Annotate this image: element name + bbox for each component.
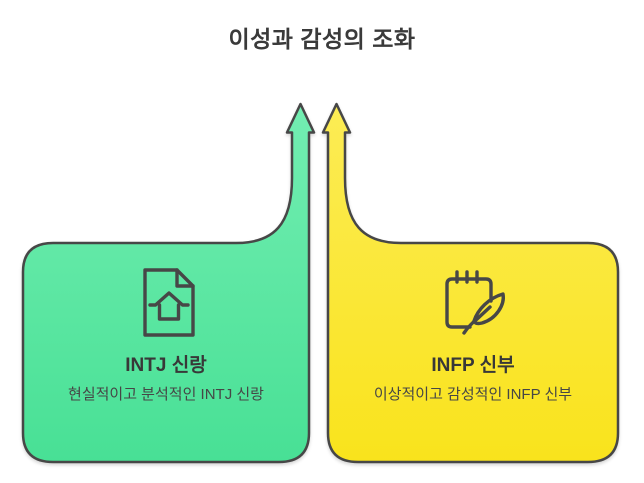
groom-node-shape	[21, 102, 316, 464]
document-home-icon	[143, 268, 195, 337]
diagram-title: 이성과 감성의 조화	[228, 26, 416, 52]
notepad-quill-icon	[445, 270, 505, 335]
bride-node-label: INFP 신부	[431, 355, 515, 376]
bride-node-shape	[321, 102, 620, 464]
groom-node-description: 현실적이고 분석적인 INTJ 신랑	[68, 386, 264, 403]
groom-node-label: INTJ 신랑	[125, 355, 207, 376]
bride-node-description: 이상적이고 감성적인 INFP 신부	[373, 386, 573, 403]
